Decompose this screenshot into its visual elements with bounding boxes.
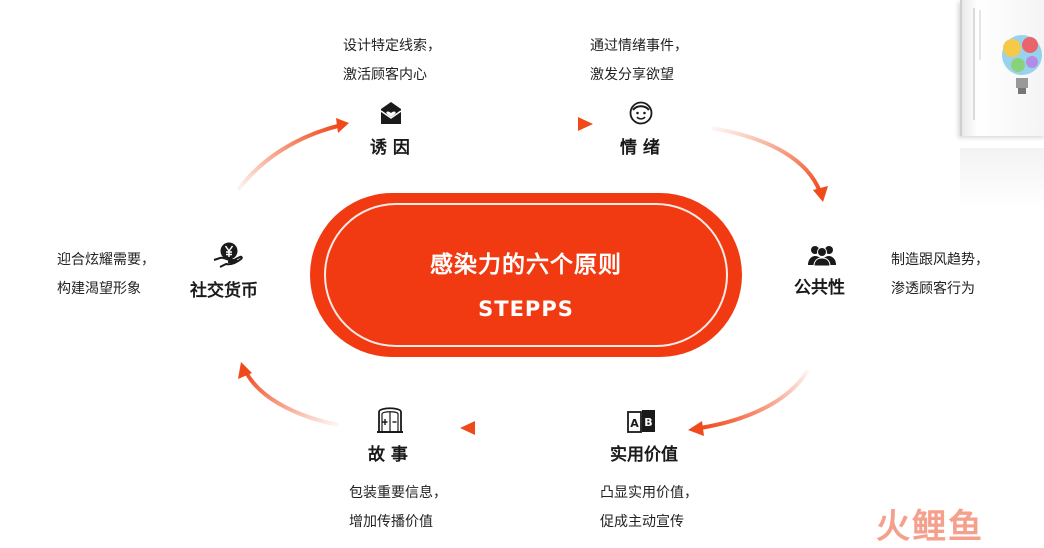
stories-desc-line2: 增加传播价值 xyxy=(349,514,433,530)
emotion-desc-line1: 通过情绪事件， xyxy=(590,38,688,54)
public-desc-line1: 制造跟风趋势， xyxy=(891,252,989,268)
stories-desc-line1: 包装重要信息， xyxy=(349,485,447,501)
emotion-description: 通过情绪事件， 激发分享欲望 xyxy=(590,32,688,90)
node-trigger-title: 诱 因 xyxy=(370,138,410,158)
stories-description: 包装重要信息， 增加传播价值 xyxy=(349,479,447,537)
ab-blocks-icon: A B xyxy=(627,410,655,433)
practical-description: 凸显实用价值， 促成主动宣传 xyxy=(600,479,698,537)
envelope-heart-icon xyxy=(380,102,402,124)
node-social-title: 社交货币 xyxy=(190,281,258,301)
svg-text:B: B xyxy=(644,416,652,429)
center-title: 感染力的六个原则 xyxy=(430,252,622,278)
social-desc-line1: 迎合炫耀需要， xyxy=(57,252,155,268)
face-icon xyxy=(629,101,653,125)
social-desc-line2: 构建渴望形象 xyxy=(57,281,141,297)
svg-text:A: A xyxy=(630,417,639,430)
book-reflection xyxy=(960,148,1044,208)
arrow-emotion-to-public xyxy=(711,126,822,193)
yen-hand-icon xyxy=(213,242,243,268)
arrow-stories-to-social xyxy=(244,371,339,427)
node-emotion-title: 情 绪 xyxy=(620,138,660,158)
public-desc-line2: 渗透顾客行为 xyxy=(891,281,975,297)
trigger-desc-line1: 设计特定线索， xyxy=(343,38,441,54)
center-ring xyxy=(324,203,728,347)
practical-desc-line2: 促成主动宣传 xyxy=(600,514,684,530)
trigger-description: 设计特定线索， 激活顾客内心 xyxy=(343,32,441,90)
center-principles: 感染力的六个原则 STEPPS xyxy=(310,193,742,357)
people-icon xyxy=(808,246,836,266)
lightbulb-illustration xyxy=(973,8,1042,120)
center-subtitle: STEPPS xyxy=(478,297,574,321)
node-stories-title: 故 事 xyxy=(368,445,408,465)
practical-desc-line1: 凸显实用价值， xyxy=(600,485,698,501)
arrow-social-to-trigger xyxy=(236,124,339,192)
node-public-title: 公共性 xyxy=(794,278,845,298)
node-practical-title: 实用价值 xyxy=(610,445,678,465)
book-plus-icon xyxy=(377,407,403,433)
emotion-desc-line2: 激发分享欲望 xyxy=(590,67,674,83)
watermark-logo: 火鲤鱼 xyxy=(876,507,984,547)
public-description: 制造跟风趋势， 渗透顾客行为 xyxy=(891,246,989,304)
book-cover-image xyxy=(960,0,1044,136)
trigger-desc-line2: 激活顾客内心 xyxy=(343,67,427,83)
arrow-public-to-practical xyxy=(699,368,810,430)
social-description: 迎合炫耀需要， 构建渴望形象 xyxy=(57,246,155,304)
